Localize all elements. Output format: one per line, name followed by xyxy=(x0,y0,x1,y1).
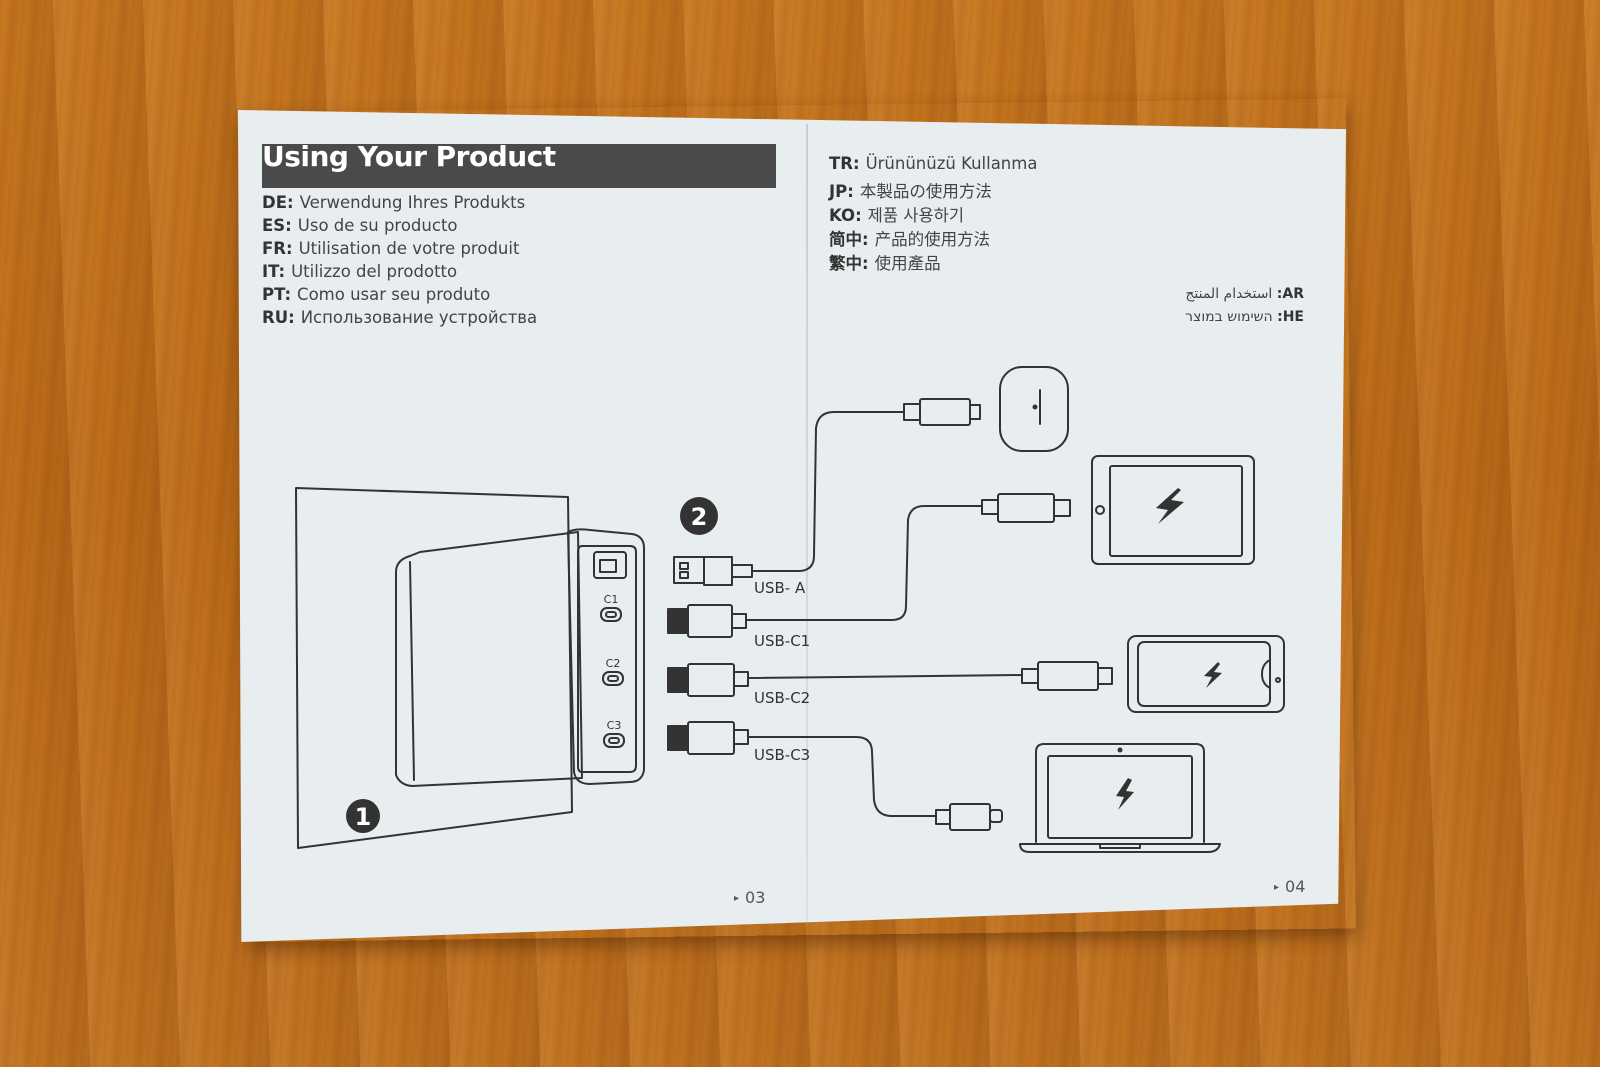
lightning-plug-2 xyxy=(998,494,1054,522)
usb-c2-plug-tip xyxy=(668,668,688,692)
charger-c2-label: C2 xyxy=(606,657,621,670)
page-number-right: ▸ 04 xyxy=(1274,877,1305,896)
usb-a-plug-body xyxy=(704,557,732,585)
usb-c-plug-laptop xyxy=(950,804,990,830)
usb-c3-plug-tip xyxy=(668,726,688,750)
usb-c3-label: USB-C3 xyxy=(754,746,810,764)
usb-c2-label: USB-C2 xyxy=(754,689,810,707)
page-arrow-icon: ▸ xyxy=(734,893,739,904)
page-number-left-text: 03 xyxy=(745,888,765,907)
charger-usb-a-port xyxy=(594,552,626,578)
usb-a-label: USB- A xyxy=(754,579,806,597)
page-arrow-icon: ▸ xyxy=(1274,882,1279,893)
charging-bolt-icon xyxy=(1116,778,1134,810)
lightning-plug xyxy=(920,399,970,425)
step-2-number: 2 xyxy=(691,503,708,531)
charger-c1-label: C1 xyxy=(604,593,619,606)
charging-bolt-icon xyxy=(1204,662,1222,688)
usb-c1-plug-tip xyxy=(668,609,688,633)
wall-outlet-panel xyxy=(296,488,572,848)
step-1-number: 1 xyxy=(355,803,372,831)
charger-c1-port xyxy=(601,608,621,621)
charger-c2-port xyxy=(603,672,623,685)
usb-c1-label: USB-C1 xyxy=(754,632,810,650)
usb-c1-plug-body xyxy=(688,605,732,637)
usb-a-cable xyxy=(752,412,904,571)
lightning-plug-3 xyxy=(1038,662,1098,690)
page-number-left: ▸ 03 xyxy=(734,888,765,907)
usb-c1-cable xyxy=(746,506,982,620)
page-number-right-text: 04 xyxy=(1285,877,1305,896)
charger-c3-label: C3 xyxy=(607,719,622,732)
usb-c3-plug-body xyxy=(688,722,734,754)
usb-c2-plug-body xyxy=(688,664,734,696)
charger-body xyxy=(396,532,582,786)
charger-c3-port xyxy=(604,734,624,747)
usb-a-plug-metal xyxy=(674,557,704,583)
usb-c2-cable xyxy=(748,675,1022,678)
charging-bolt-icon xyxy=(1156,488,1184,524)
